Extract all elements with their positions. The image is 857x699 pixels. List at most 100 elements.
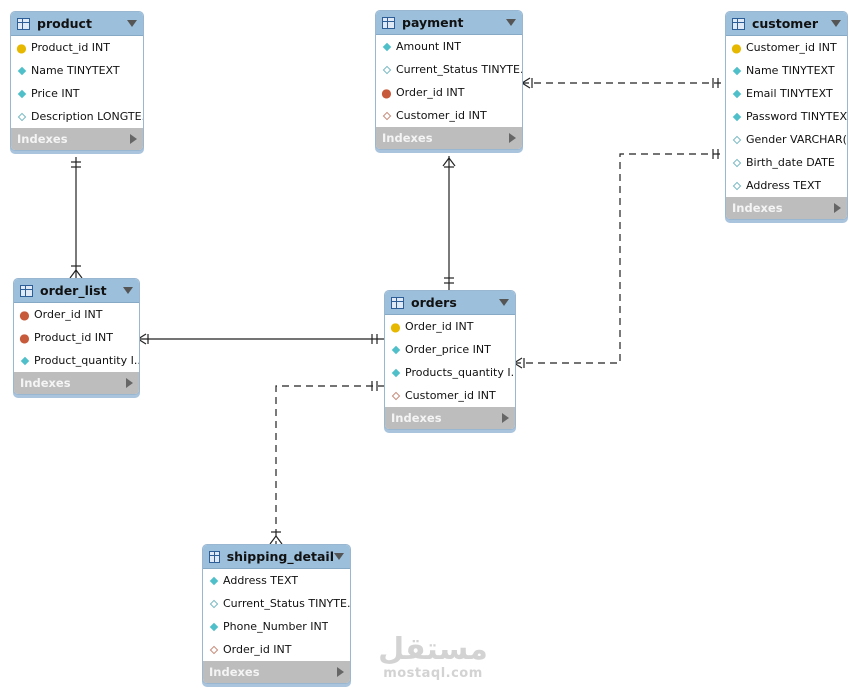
field-row[interactable]: Current_Status TINYTE... [203,592,350,615]
field-row[interactable]: Order_price INT [385,338,515,361]
entity-header[interactable]: orders [385,291,515,315]
field-name: Phone_Number INT [223,620,329,633]
expand-arrow-icon[interactable] [130,134,137,144]
rel-product-order_list [69,157,83,279]
watermark-logo: مستقل [378,632,488,667]
entity-header[interactable]: payment [376,11,522,35]
field-row[interactable]: ●Customer_id INT [726,36,847,59]
entity-product[interactable]: product ●Product_id INT Name TINYTEXT Pr… [10,11,144,151]
field-name: Order_id INT [223,643,292,656]
field-name: Description LONGTE... [31,110,143,123]
field-row[interactable]: ●Order_id INT [14,303,139,326]
field-row[interactable]: Order_id INT [203,638,350,661]
indexes-section[interactable]: Indexes [376,127,522,149]
table-icon [209,550,220,563]
indexes-section[interactable]: Indexes [203,661,350,683]
nullable-column-icon [16,112,27,121]
entity-header[interactable]: product [11,12,143,36]
field-name: Address TEXT [223,574,299,587]
field-name: Order_id INT [396,86,465,99]
field-name: Product_id INT [34,331,113,344]
field-name: Email TINYTEXT [746,87,833,100]
collapse-arrow-icon[interactable] [123,287,133,294]
field-row[interactable]: Address TEXT [726,174,847,197]
field-row[interactable]: Customer_id INT [376,104,522,127]
entity-orders[interactable]: orders ● Order_id INT Order_price INT Pro… [384,290,516,430]
field-row[interactable]: Gender VARCHAR(... [726,128,847,151]
column-icon [731,89,742,98]
column-icon [381,42,392,51]
nullable-column-icon [731,135,742,144]
entity-order_list[interactable]: order_list ●Order_id INT ● Product_id INT… [13,278,140,395]
table-icon [382,16,395,29]
field-row[interactable]: Name TINYTEXT [726,59,847,82]
rel-payment-customer [521,77,725,89]
collapse-arrow-icon[interactable] [334,553,344,560]
field-name: Order_id INT [405,320,474,333]
entity-header[interactable]: shipping_detail [203,545,350,569]
expand-arrow-icon[interactable] [509,133,516,143]
entity-header[interactable]: customer [726,12,847,36]
field-row[interactable]: Address TEXT [203,569,350,592]
column-icon [16,66,27,75]
field-row[interactable]: Product_quantity I... [14,349,139,372]
entity-payment[interactable]: payment Amount INT Current_Status TINYTE… [375,10,523,150]
field-name: Products_quantity I... [405,366,515,379]
field-row[interactable]: Current_Status TINYTE... [376,58,522,81]
column-icon [731,112,742,121]
entity-header[interactable]: order_list [14,279,139,303]
field-name: Birth_date DATE [746,156,835,169]
field-row[interactable]: Email TINYTEXT [726,82,847,105]
expand-arrow-icon[interactable] [834,203,841,213]
expand-arrow-icon[interactable] [337,667,344,677]
indexes-section[interactable]: Indexes [11,128,143,150]
foreign-column-icon [381,111,392,120]
field-row[interactable]: ●Order_id INT [376,81,522,104]
collapse-arrow-icon[interactable] [127,20,137,27]
watermark: مستقل mostaql.com [378,632,488,682]
field-row[interactable]: ● Order_id INT [385,315,515,338]
foreign-column-icon [208,645,219,654]
entity-customer[interactable]: customer ●Customer_id INT Name TINYTEXT … [725,11,848,220]
entity-title: shipping_detail [226,549,334,564]
field-row[interactable]: Description LONGTE... [11,105,143,128]
collapse-arrow-icon[interactable] [831,20,841,27]
field-row[interactable]: ●Product_id INT [11,36,143,59]
entity-title: payment [402,15,464,30]
field-row[interactable]: Amount INT [376,35,522,58]
column-icon [208,576,219,585]
entity-shipping_detail[interactable]: shipping_detail Address TEXT Current_Sta… [202,544,351,684]
foreign-column-icon [390,391,401,400]
field-row[interactable]: Products_quantity I... [385,361,515,384]
field-name: Address TEXT [746,179,822,192]
nullable-column-icon [381,65,392,74]
field-name: Product_quantity I... [34,354,139,367]
indexes-label: Indexes [20,376,71,390]
field-row[interactable]: Customer_id INT [385,384,515,407]
field-row[interactable]: Price INT [11,82,143,105]
primary-key-icon: ● [731,40,742,55]
expand-arrow-icon[interactable] [126,378,133,388]
entity-title: customer [752,16,818,31]
collapse-arrow-icon[interactable] [499,299,509,306]
primary-key-icon: ● [390,319,401,334]
field-row[interactable]: Phone_Number INT [203,615,350,638]
column-icon [390,345,401,354]
field-name: Customer_id INT [405,389,496,402]
field-row[interactable]: Password TINYTEXT [726,105,847,128]
column-icon [19,356,30,365]
indexes-section[interactable]: Indexes [726,197,847,219]
indexes-section[interactable]: Indexes [14,372,139,394]
field-row[interactable]: Name TINYTEXT [11,59,143,82]
expand-arrow-icon[interactable] [502,413,509,423]
collapse-arrow-icon[interactable] [506,19,516,26]
entity-title: orders [411,295,457,310]
indexes-section[interactable]: Indexes [385,407,515,429]
rel-payment-orders [442,156,456,290]
foreign-key-icon: ● [19,330,30,345]
field-row[interactable]: ● Product_id INT [14,326,139,349]
field-row[interactable]: Birth_date DATE [726,151,847,174]
primary-key-icon: ● [16,40,27,55]
field-name: Order_id INT [34,308,103,321]
